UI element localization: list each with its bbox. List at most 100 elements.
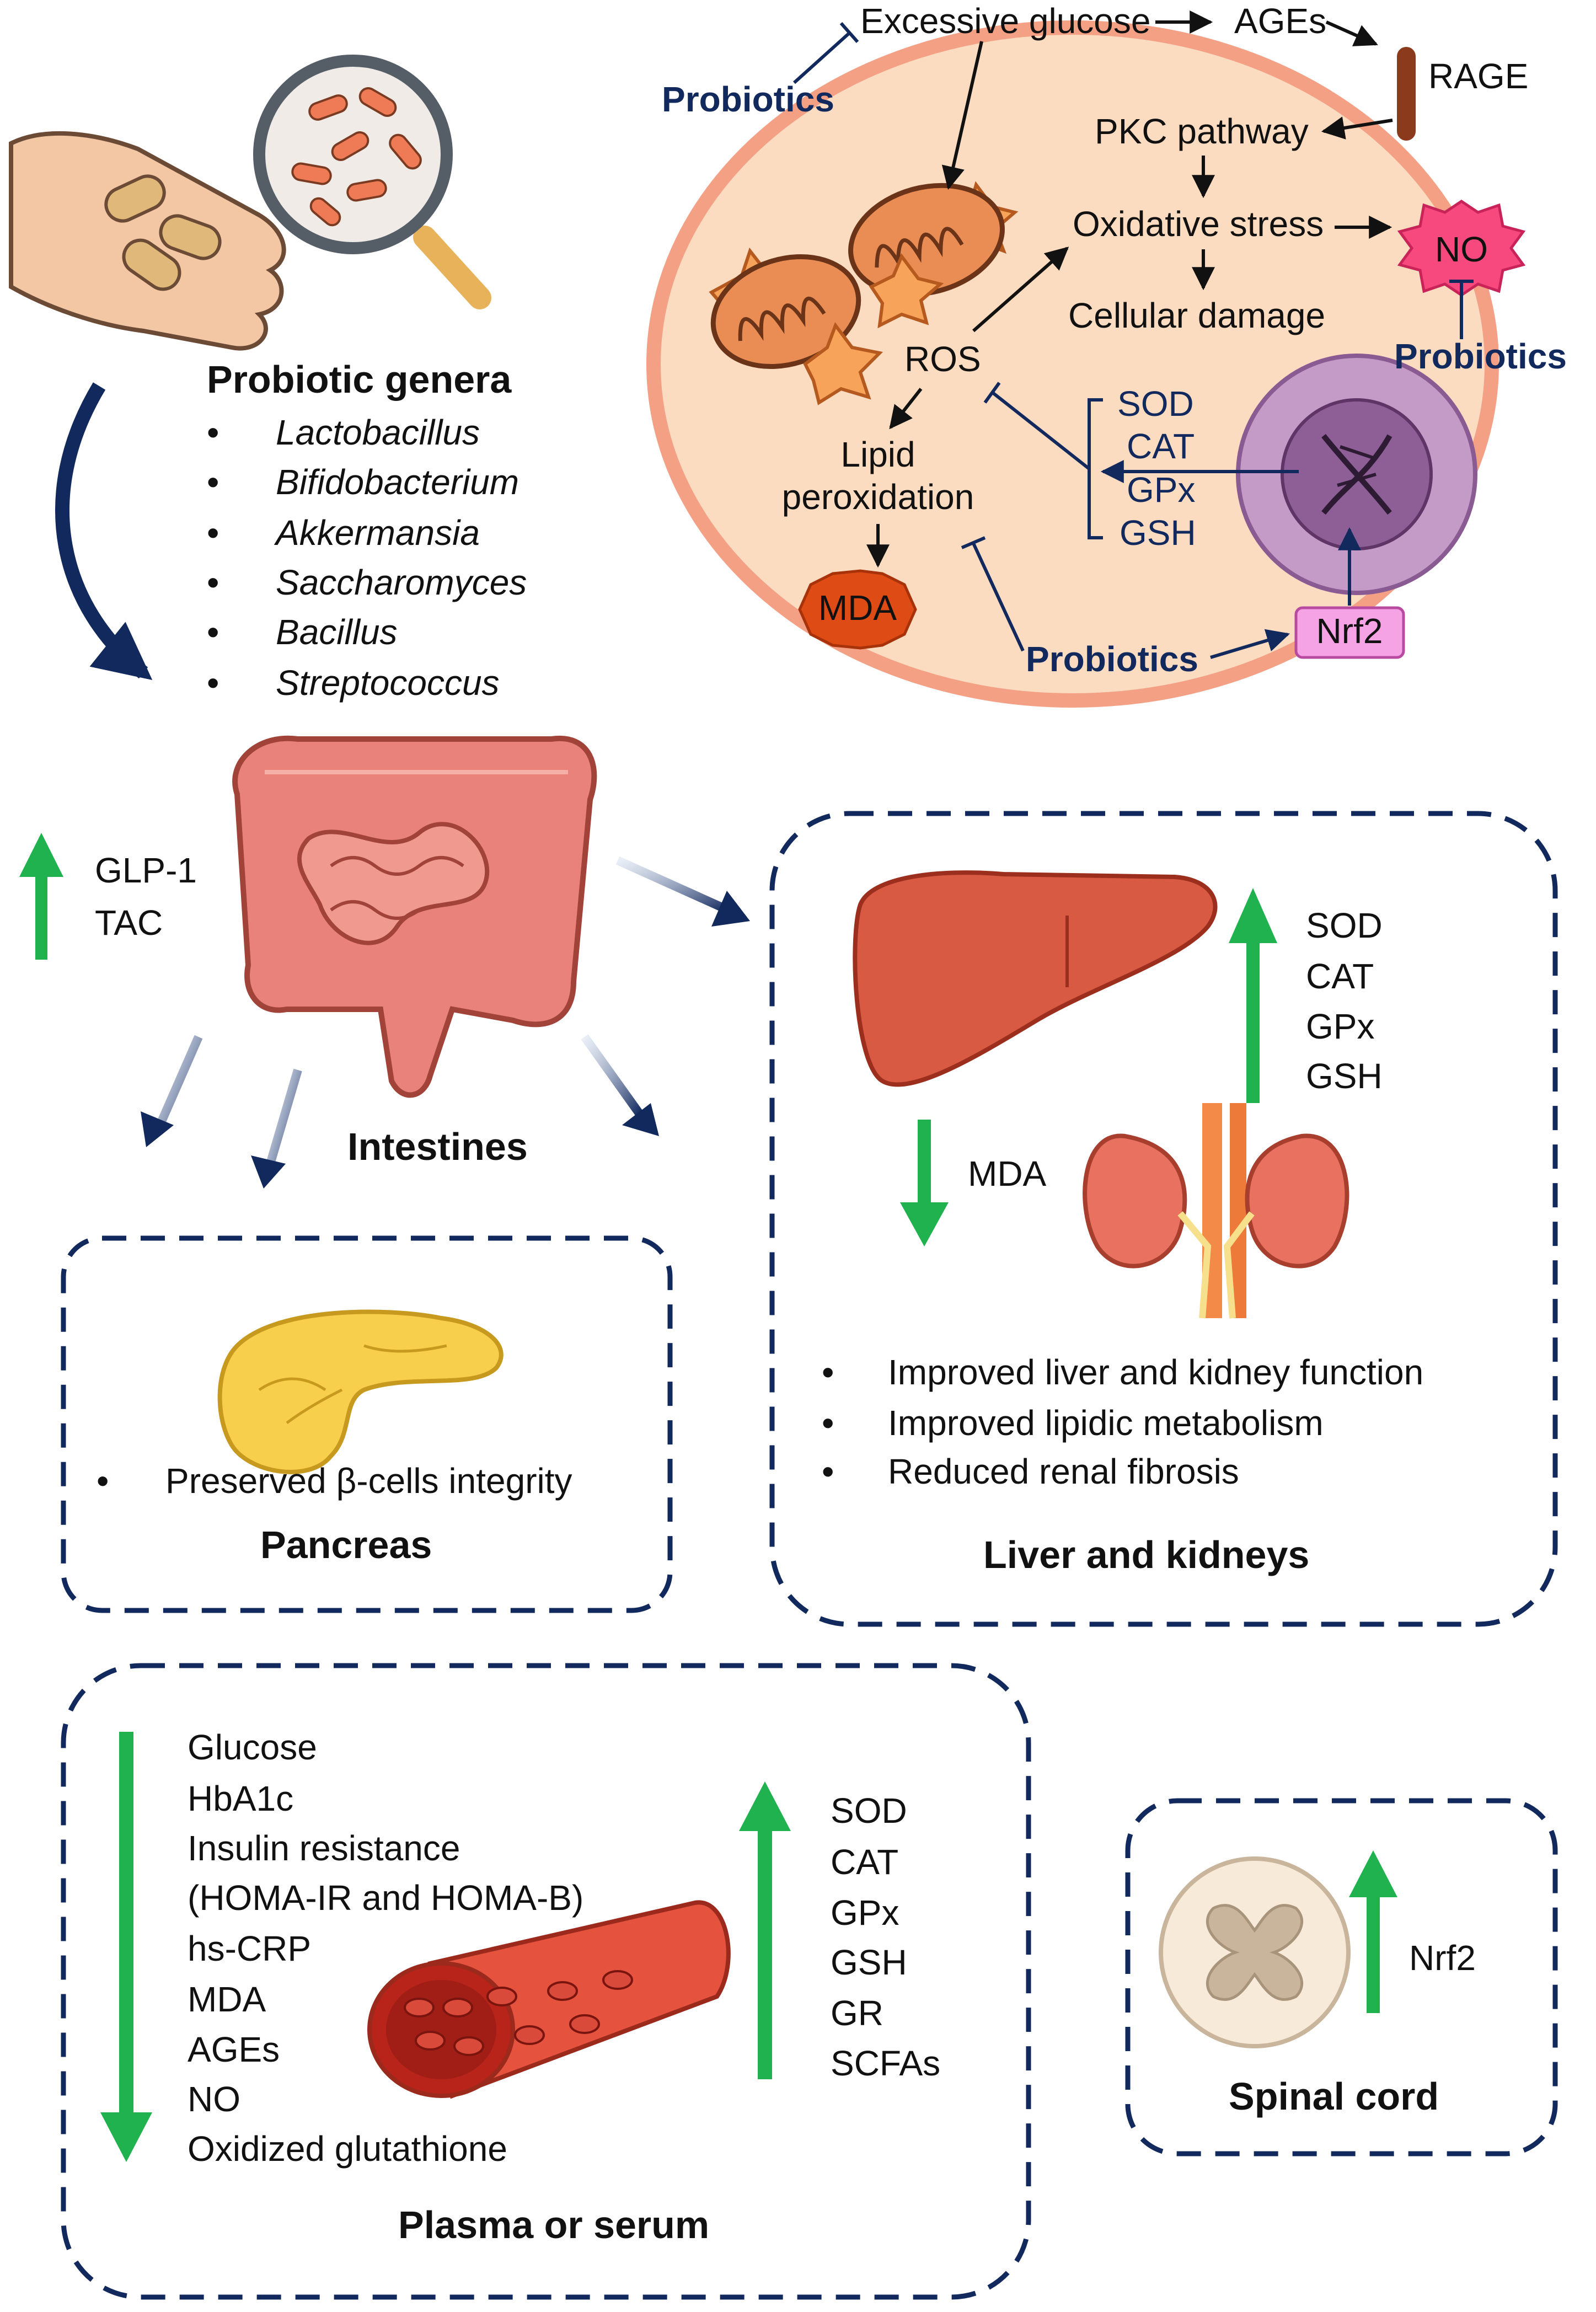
plasma-decreased-item: hs-CRP [188, 1929, 311, 1968]
nucleus-dna-icon [1236, 354, 1477, 595]
pancreas-item: Preserved β-cells integrity [165, 1461, 572, 1501]
genus-item: Bifidobacterium [276, 462, 519, 502]
liver-kidneys-box [769, 811, 1558, 1627]
ages-to-rage-arrow [1325, 20, 1378, 46]
glucose-to-mitochondria-arrow [941, 41, 983, 190]
rage-label: RAGE [1428, 56, 1528, 96]
lipid-peroxidation-label: Lipid [840, 435, 915, 474]
plasma-decreased-item: MDA [188, 1979, 266, 2019]
plasma-increased-item: SCFAs [831, 2043, 940, 2083]
liver-kidney-item: Improved lipidic metabolism [888, 1403, 1324, 1443]
bullet-marker: • [207, 513, 219, 553]
spinal-cord-icon [1159, 1856, 1351, 2048]
probiotics-inhibit-lipid-bar [961, 536, 986, 549]
intestines-to-pancreas-arrow-1 [156, 1035, 203, 1127]
pkc-pathway-label: PKC pathway [1095, 111, 1309, 151]
cellular-damage-label: Cellular damage [1068, 296, 1325, 335]
ros-label: ROS [904, 339, 981, 379]
ros-to-oxidative-arrow [972, 247, 1069, 333]
oxidative-stress-label: Oxidative stress [1073, 204, 1324, 244]
arrowhead [141, 1111, 174, 1147]
decrease-arrow-icon [100, 1732, 152, 2162]
mda-label: MDA [818, 588, 897, 628]
bullet-marker: • [822, 1403, 834, 1443]
liver-kidney-item: Improved liver and kidney function [888, 1352, 1423, 1392]
arrowhead [622, 1103, 659, 1136]
hand-with-capsules-icon [9, 131, 286, 351]
bullet-marker: • [822, 1352, 834, 1392]
plasma-increased-item: GR [831, 1993, 883, 2033]
no-label: NO [1435, 229, 1488, 269]
plasma-decreased-item: Insulin resistance [188, 1828, 460, 1868]
plasma-increased-item: CAT [831, 1842, 898, 1882]
magnifier-bacteria-icon [253, 55, 491, 309]
plasma-title: Plasma or serum [398, 2203, 709, 2246]
liver-icon [853, 870, 1218, 1087]
intestines-to-liver-arrow [615, 856, 730, 914]
bullet-marker: • [207, 663, 219, 703]
nrf2-label: Nrf2 [1316, 611, 1383, 651]
liver-kidneys-title: Liver and kidneys [983, 1533, 1309, 1576]
spinal-cord-box [1125, 1798, 1558, 2156]
bullet-marker: • [207, 462, 219, 502]
plasma-increased-item: GPx [831, 1893, 899, 1933]
intestines-to-plasma-arrow [581, 1034, 644, 1117]
genera-to-intestines-arrow [55, 382, 153, 681]
bullet-marker: • [822, 1452, 834, 1491]
decrease-arrow-icon [900, 1120, 949, 1246]
genus-item: Streptococcus [276, 663, 500, 703]
probiotics-inhibit-glucose-bar [839, 22, 859, 43]
plasma-box [61, 1663, 1031, 2300]
ages-label: AGEs [1234, 1, 1326, 41]
liver-increased-item: GPx [1306, 1007, 1374, 1046]
pancreas-title: Pancreas [260, 1523, 432, 1566]
arrowhead [251, 1155, 286, 1189]
liver-increased-item: CAT [1306, 956, 1374, 996]
spinal-cord-title: Spinal cord [1229, 2075, 1439, 2118]
mda-badge [798, 569, 917, 650]
probiotics-label: Probiotics [1394, 336, 1567, 376]
lipid-peroxidation-label: peroxidation [782, 477, 974, 517]
liver-kidney-item: Reduced renal fibrosis [888, 1452, 1239, 1491]
increase-arrow-icon [1349, 1850, 1397, 2013]
blood-vessel-icon [367, 1900, 731, 2099]
plasma-decreased-item: NO [188, 2079, 240, 2119]
genus-item: Lactobacillus [276, 413, 480, 452]
spinal-cord-increased-item: Nrf2 [1409, 1938, 1476, 1978]
intestine-increased-item: GLP-1 [95, 850, 197, 890]
probiotic-genera-title: Probiotic genera [207, 358, 512, 401]
plasma-decreased-item: Glucose [188, 1727, 317, 1767]
ros-to-lipid-arrow [889, 388, 923, 430]
antioxidant-item: CAT [1127, 426, 1195, 466]
genus-item: Saccharomyces [276, 563, 527, 602]
probiotics-label: Probiotics [1026, 639, 1198, 679]
genus-item: Akkermansia [274, 513, 480, 553]
liver-increased-item: SOD [1306, 906, 1383, 945]
probiotic-genera-list: • Lactobacillus • Bifidobacterium • Akke… [207, 413, 527, 703]
pancreas-icon [217, 1309, 504, 1474]
bullet-marker: • [97, 1461, 109, 1501]
intestines-title: Intestines [347, 1125, 528, 1168]
mitochondria-icon [709, 181, 1019, 405]
bullet-marker: • [207, 612, 219, 652]
bullet-marker: • [207, 413, 219, 452]
bullet-marker: • [207, 563, 219, 602]
antioxidant-item: SOD [1117, 384, 1194, 424]
antioxidant-item: GSH [1120, 513, 1196, 553]
increase-arrow-icon [1229, 888, 1277, 1103]
plasma-decreased-item: AGEs [188, 2030, 280, 2069]
intestines-icon [232, 735, 597, 1098]
plasma-increased-item: SOD [831, 1791, 907, 1831]
genus-item: Bacillus [276, 612, 398, 652]
plasma-decreased-item: Oxidized glutathione [188, 2129, 507, 2169]
probiotics-inhibit-glucose-line [792, 31, 851, 84]
increase-arrow-icon [739, 1781, 791, 2079]
liver-increased-item: GSH [1306, 1056, 1383, 1096]
kidneys-icon [1083, 1103, 1349, 1319]
excessive-glucose-label: Excessive glucose [860, 1, 1150, 41]
plasma-decreased-item: (HOMA-IR and HOMA-B) [188, 1878, 583, 1918]
antioxidants-inhibit-ros-line [992, 391, 1090, 470]
antioxidant-item: GPx [1127, 470, 1195, 510]
